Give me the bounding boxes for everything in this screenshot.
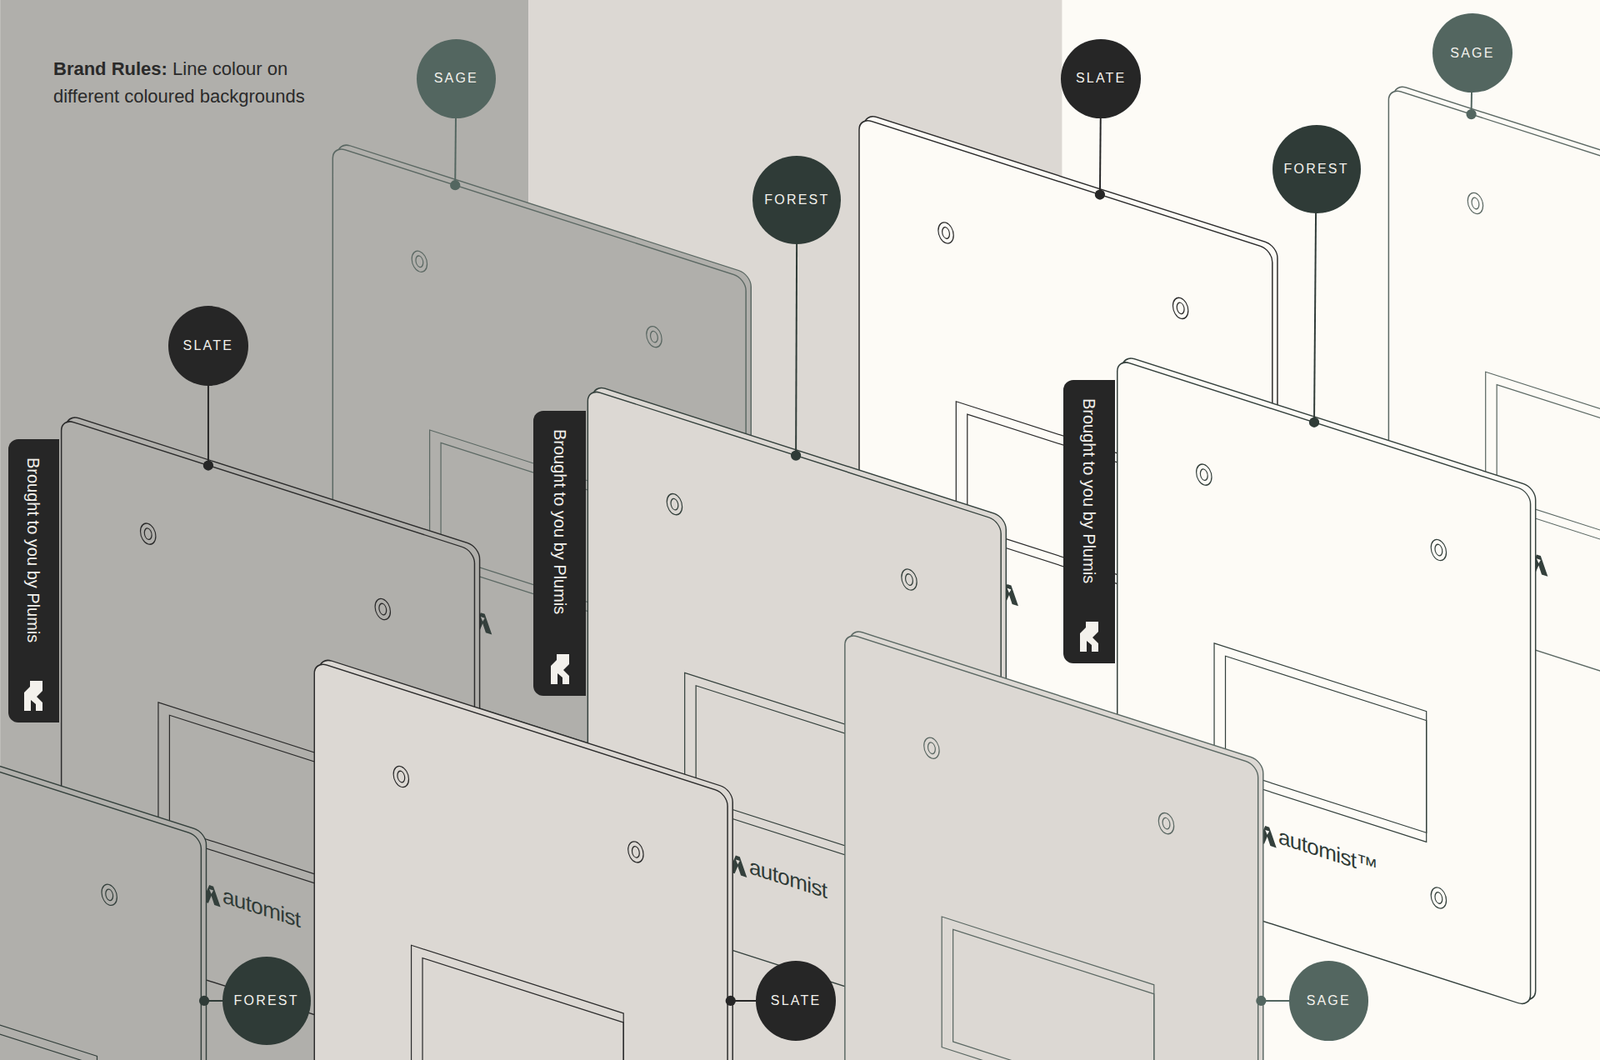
screw-hole xyxy=(1176,301,1185,315)
colour-callout: FOREST xyxy=(752,155,841,245)
node-text: SLATE xyxy=(183,339,235,353)
plumis-logo xyxy=(549,652,571,685)
node-text: Brought to you by Plumis xyxy=(1080,398,1099,584)
panel-face xyxy=(314,660,728,1060)
screw-hole xyxy=(1435,543,1443,557)
screw-hole xyxy=(415,255,424,269)
colour-callout: FOREST xyxy=(1272,125,1361,214)
leader-dot xyxy=(1255,995,1266,1006)
screw xyxy=(901,566,917,592)
node-text: FOREST xyxy=(234,994,300,1008)
screw-hole xyxy=(397,770,405,784)
screw xyxy=(411,249,427,275)
leader-dot xyxy=(450,180,460,190)
panel-face xyxy=(0,704,201,1060)
title: Brand Rules: xyxy=(53,58,168,80)
screw-hole xyxy=(905,572,914,586)
window-recess xyxy=(953,929,1155,1060)
screw-hole xyxy=(1162,816,1170,830)
node-text: SLATE xyxy=(1075,71,1127,85)
screw xyxy=(646,324,662,350)
node-text: SAGE xyxy=(1306,994,1351,1008)
window-frame xyxy=(941,916,1155,1060)
plumis-mark xyxy=(550,654,570,685)
leader-dot xyxy=(725,995,736,1006)
colour-callout: SAGE xyxy=(1289,960,1370,1041)
panel-front xyxy=(0,704,201,1060)
screw xyxy=(1430,885,1446,910)
panel-front xyxy=(314,660,728,1060)
screw xyxy=(1196,461,1212,487)
plumis-logo xyxy=(22,679,45,711)
screw xyxy=(628,839,644,865)
node-text: FOREST xyxy=(1284,162,1350,176)
vent-panel xyxy=(0,700,206,1060)
screw xyxy=(140,520,156,546)
screw-hole xyxy=(650,330,659,344)
colour-callout: SAGE xyxy=(416,39,497,120)
window-recess xyxy=(422,958,624,1060)
vent-panel xyxy=(314,656,733,1060)
heading: Brand Rules: Line colour on different co… xyxy=(53,55,354,110)
window-frame xyxy=(0,988,97,1060)
brand-tab: Brought to you by Plumis xyxy=(533,410,585,696)
screw-hole xyxy=(379,602,387,616)
leader-dot xyxy=(199,995,210,1006)
screw xyxy=(101,882,117,908)
screw xyxy=(1172,295,1188,321)
window-recess xyxy=(0,1000,97,1060)
colour-callout: FOREST xyxy=(222,956,311,1045)
node-text: FOREST xyxy=(764,193,830,207)
brand-tab: Brought to you by Plumis xyxy=(8,439,60,723)
leader-dot xyxy=(1465,109,1476,120)
screw-hole xyxy=(144,527,152,541)
plumis-mark xyxy=(24,680,43,711)
brand-tab: Brought to you by Plumis xyxy=(1063,380,1115,664)
screw xyxy=(375,596,390,622)
screw xyxy=(938,220,954,245)
screw-hole xyxy=(1471,196,1480,210)
screw-hole xyxy=(631,845,640,859)
screw-hole xyxy=(928,741,936,755)
screw xyxy=(1467,190,1483,216)
vent-panel xyxy=(845,628,1264,1060)
plumis-mark xyxy=(1080,621,1099,652)
leader-dot xyxy=(790,450,801,460)
screw-hole xyxy=(105,888,114,902)
node-text: SAGE xyxy=(434,71,479,85)
screw-hole xyxy=(942,225,950,240)
node-text: Brought to you by Plumis xyxy=(550,429,570,615)
node-text: SAGE xyxy=(1450,46,1495,60)
plumis-logo xyxy=(1078,620,1100,652)
leader-dot xyxy=(203,460,214,470)
colour-callout: SAGE xyxy=(1432,13,1513,94)
screw-hole xyxy=(1435,890,1443,905)
screw xyxy=(1430,537,1446,563)
screw xyxy=(1158,810,1174,836)
screw xyxy=(666,491,682,517)
screw-hole xyxy=(670,497,679,511)
panel-face xyxy=(845,632,1259,1060)
colour-callout: SLATE xyxy=(1060,39,1141,120)
panel-front xyxy=(845,632,1259,1060)
leader-dot xyxy=(1309,417,1320,428)
screw xyxy=(924,735,940,761)
window-frame xyxy=(411,945,625,1060)
node-text: Brought to you by Plumis xyxy=(24,457,43,643)
colour-callout: SLATE xyxy=(168,305,249,386)
colour-callout: SLATE xyxy=(755,960,836,1041)
screw xyxy=(393,764,409,790)
screw-hole xyxy=(1200,468,1208,482)
leader-dot xyxy=(1095,189,1105,200)
node-text: SLATE xyxy=(770,994,822,1008)
